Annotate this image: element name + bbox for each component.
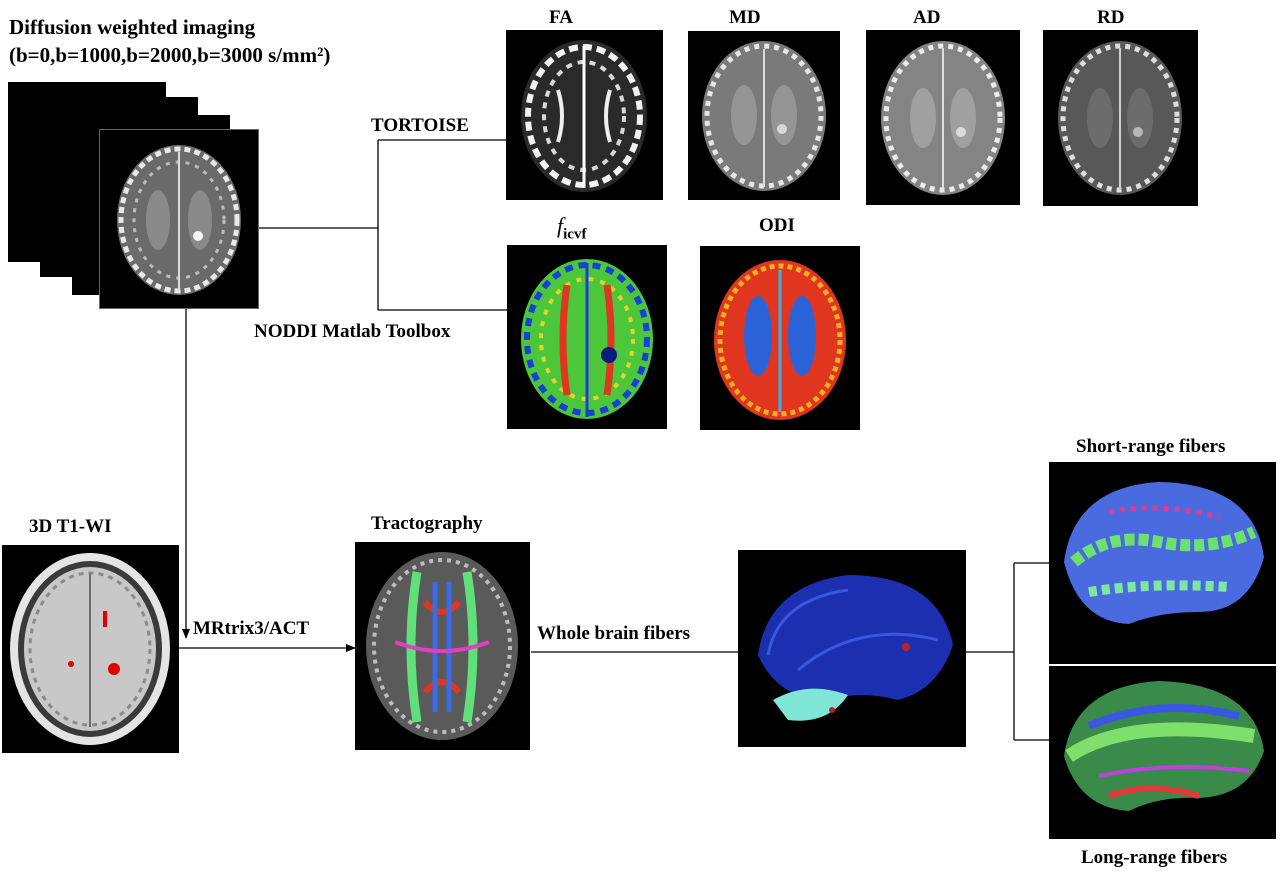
whole-brain-label: Whole brain fibers (537, 623, 691, 644)
odi-label: ODI (759, 215, 795, 236)
whole-brain-fibers-image (738, 550, 966, 747)
fa-label: FA (549, 7, 573, 28)
ficvf-label-sub: icvf (563, 226, 587, 243)
noddi-label: NODDI Matlab Toolbox (254, 321, 451, 342)
ad-label: AD (913, 7, 941, 28)
dwi-params: (b=0,b=1000,b=2000,b=3000 s/mm²) (9, 43, 331, 67)
odi-map (700, 246, 860, 430)
dwi-image (99, 129, 259, 309)
long-range-fibers-image (1049, 666, 1276, 839)
short-range-label: Short-range fibers (1076, 436, 1226, 457)
rd-map (1043, 30, 1198, 206)
tractography-image (355, 542, 530, 750)
ficvf-map (507, 245, 667, 429)
long-range-label: Long-range fibers (1081, 847, 1228, 868)
t1-title: 3D T1-WI (29, 516, 112, 537)
mrtrix-label: MRtrix3/ACT (193, 618, 310, 639)
md-label: MD (729, 7, 761, 28)
tortoise-label: TORTOISE (371, 115, 469, 136)
short-range-fibers-image (1049, 462, 1276, 664)
ficvf-label: ficvf (557, 215, 586, 242)
ficvf-label-base: f (557, 213, 564, 238)
ad-map (866, 30, 1020, 205)
md-map (688, 31, 840, 200)
tractography-title: Tractography (371, 513, 483, 534)
fa-map (506, 30, 663, 200)
rd-label: RD (1097, 7, 1125, 28)
dwi-title: Diffusion weighted imaging (9, 15, 256, 39)
t1-image (2, 545, 179, 753)
